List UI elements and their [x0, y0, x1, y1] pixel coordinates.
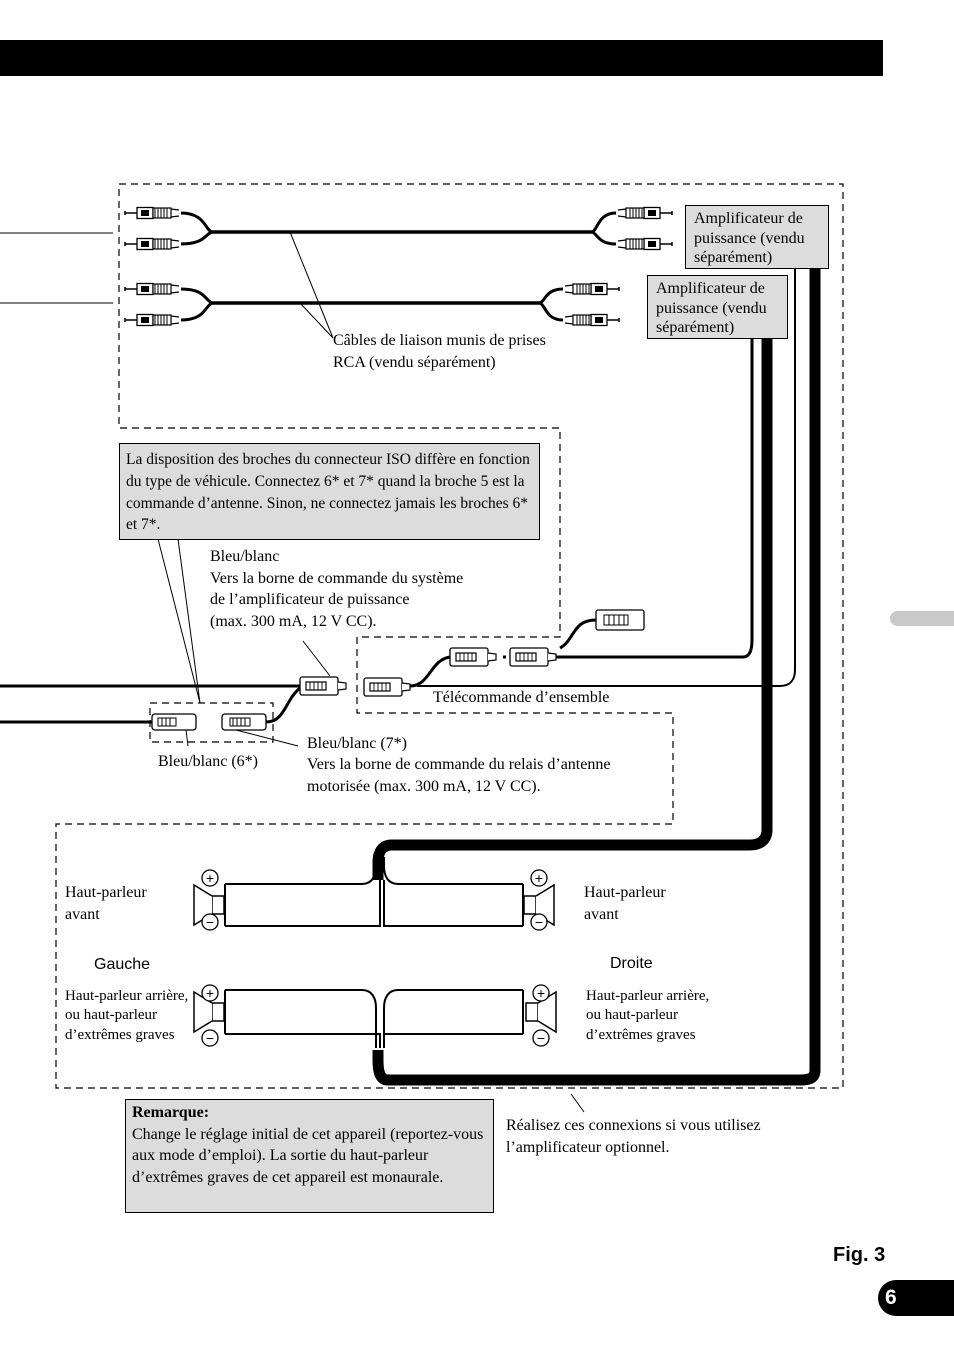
front-left-speaker-label: Haut-parleur avant — [65, 884, 147, 923]
remark-box: Remarque: Change le réglage initial de c… — [125, 1099, 494, 1213]
minus-symbol: − — [206, 914, 214, 930]
blue-white-system-line3: de l’amplificateur de puissance — [210, 591, 410, 608]
remark-body: Change le réglage initial de cet apparei… — [132, 1125, 484, 1186]
plus-symbol: + — [537, 985, 545, 1001]
section-tab — [890, 611, 954, 626]
iso-note-box: La disposition des broches du connecteur… — [119, 443, 540, 540]
optional-note: Réalisez ces connexions si vous utilisez… — [506, 1117, 761, 1156]
front-right-speaker-label: Haut-parleur avant — [584, 884, 666, 923]
left-side-label: Gauche — [94, 956, 151, 973]
minus-symbol: − — [535, 914, 543, 930]
plus-symbol: + — [206, 985, 214, 1001]
rca-cables-label: Câbles de liaison munis de prises RCA (v… — [333, 332, 546, 371]
antenna-plug-7 — [221, 713, 267, 731]
plus-symbol: + — [206, 870, 214, 886]
blue-white-7-line2: Vers la borne de commande du relais d’an… — [307, 756, 611, 773]
blue-white-system-line1: Bleu/blanc — [210, 548, 280, 565]
minus-symbol: − — [206, 1030, 214, 1046]
minus-symbol: − — [537, 1030, 545, 1046]
rear-right-speaker-label: Haut-parleur arrière, ou haut-parleur d’… — [586, 988, 710, 1043]
rca-cable-pair-2 — [124, 282, 619, 327]
rca-cable-pair-1 — [124, 206, 672, 251]
remark-title: Remarque: — [132, 1104, 210, 1121]
blue-white-6-label: Bleu/blanc (6*) — [158, 753, 258, 770]
blue-white-system-line4: (max. 300 mA, 12 V CC). — [210, 613, 377, 630]
rear-left-speaker-label: Haut-parleur arrière, ou haut-parleur d’… — [65, 988, 189, 1043]
blue-white-system-line2: Vers la borne de commande du système — [210, 570, 464, 587]
right-side-label: Droite — [610, 955, 653, 972]
header-bar — [0, 40, 883, 76]
blue-white-7-line1: Bleu/blanc (7*) — [307, 735, 407, 752]
antenna-plug-6 — [151, 713, 197, 731]
page-number: 6 — [878, 1280, 954, 1316]
remote-output-plug — [595, 609, 645, 631]
amplifier-box-2: Amplificateur de puissance (vendu séparé… — [647, 275, 788, 339]
amplifier-box-1: Amplificateur de puissance (vendu séparé… — [685, 205, 829, 269]
blue-white-7-line3: motorisée (max. 300 mA, 12 V CC). — [307, 778, 541, 795]
plus-symbol: + — [535, 870, 543, 886]
system-remote-label: Télécommande d’ensemble — [433, 689, 610, 706]
figure-label: Fig. 3 — [833, 1244, 886, 1266]
